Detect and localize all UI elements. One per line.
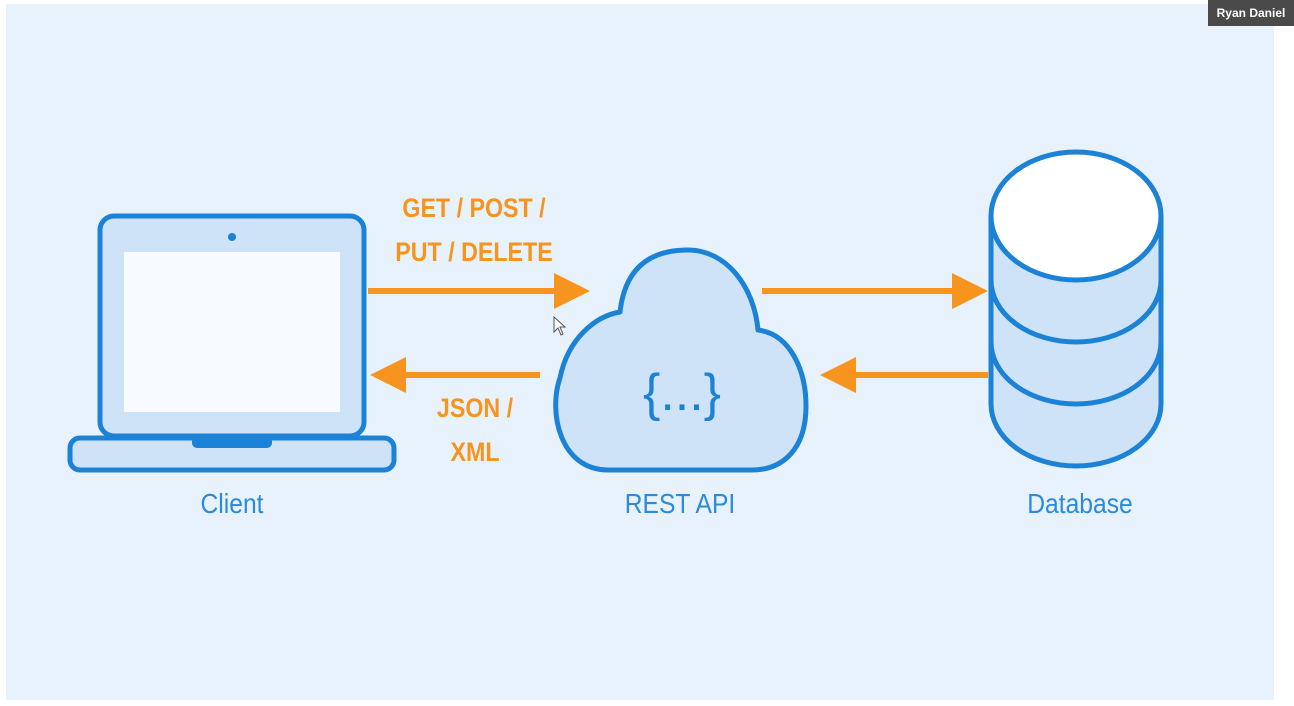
presenter-name-tag: Ryan Daniel bbox=[1208, 0, 1294, 26]
cloud-icon: {...} bbox=[553, 247, 809, 473]
mouse-cursor-icon bbox=[553, 315, 567, 336]
request-methods-line-2: PUT / DELETE bbox=[395, 237, 553, 267]
database-label: Database bbox=[1027, 488, 1133, 519]
response-formats-line-1: JSON / bbox=[436, 393, 514, 423]
client-label: Client bbox=[200, 488, 264, 519]
response-formats-line-2: XML bbox=[450, 437, 500, 467]
database-icon bbox=[988, 149, 1164, 469]
request-methods-line-1: GET / POST / bbox=[402, 193, 546, 223]
rest-api-label: REST API bbox=[624, 488, 736, 519]
api-braces-symbol: {...} bbox=[643, 364, 721, 422]
laptop-icon bbox=[67, 213, 397, 473]
response-formats-label: JSON / XML bbox=[424, 386, 525, 474]
request-methods-label: GET / POST / PUT / DELETE bbox=[386, 186, 561, 274]
